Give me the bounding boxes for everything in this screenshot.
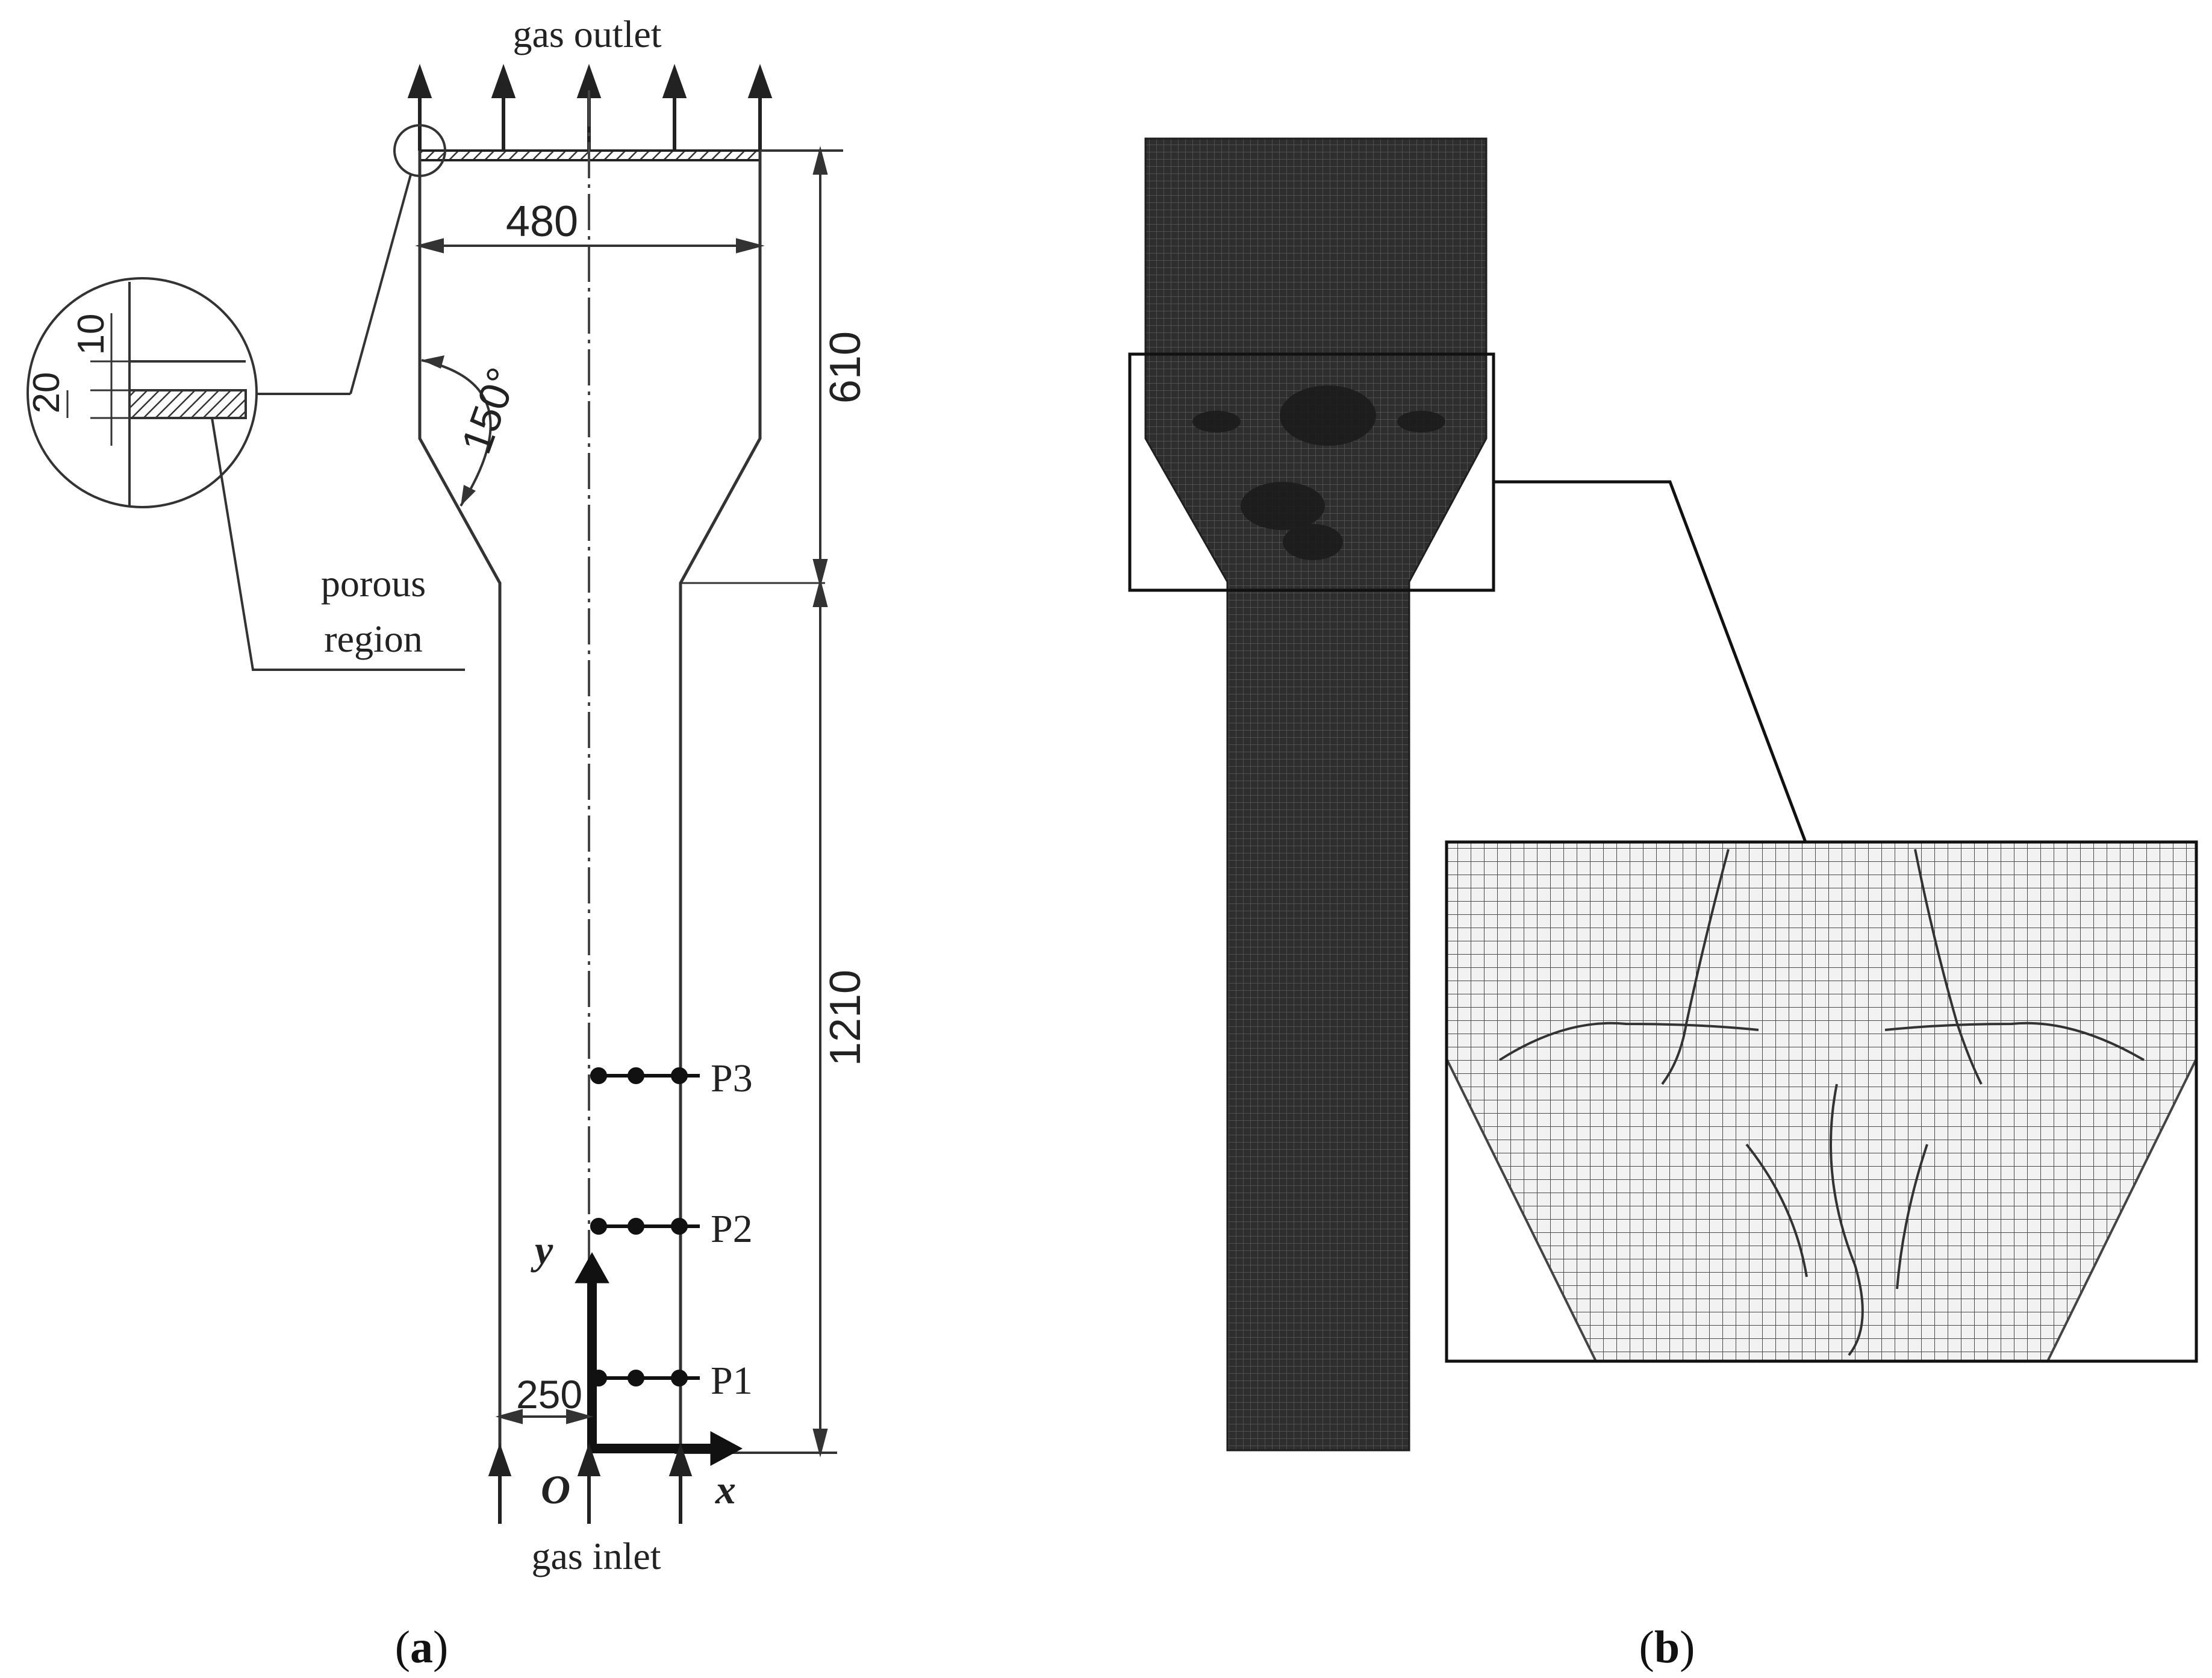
caption-a: (a) xyxy=(395,1622,449,1673)
dim-height-riser: 1210 xyxy=(821,970,870,1066)
dimension-480 xyxy=(415,238,765,254)
dim-width-riser: 250 xyxy=(516,1372,582,1417)
probe-p3 xyxy=(590,1067,700,1084)
inlet-arrows xyxy=(488,1443,693,1524)
detail-leader xyxy=(349,174,412,395)
outlet-arrows xyxy=(407,64,773,151)
detail-view xyxy=(26,277,258,508)
dim-width-top: 480 xyxy=(506,198,578,246)
zoom-leader xyxy=(1494,480,1807,843)
gas-outlet-label: gas outlet xyxy=(512,13,661,55)
detail-dim-20: 20 xyxy=(26,372,67,414)
angle-arc-head-bottom xyxy=(461,485,476,506)
porous-label-1: porous xyxy=(321,562,426,605)
zoom-box-border xyxy=(1445,840,2198,1363)
caption-b-letter: b xyxy=(1654,1622,1680,1673)
zoom-mesh-seams xyxy=(1498,849,2145,1356)
axis-y-label: y xyxy=(531,1227,553,1273)
zoom-selection-box xyxy=(1128,352,1495,592)
probe-p2-label: P2 xyxy=(711,1207,753,1251)
probe-p2 xyxy=(590,1218,700,1235)
angle-arc xyxy=(421,359,492,507)
vessel-outline xyxy=(418,151,762,1453)
zoom-mesh xyxy=(1445,841,2198,1362)
gas-inlet-label: gas inlet xyxy=(531,1535,661,1577)
angle-arc-head-top xyxy=(422,355,444,369)
porous-leader xyxy=(211,417,465,671)
origin-label: O xyxy=(541,1467,570,1512)
panel-b-mesh: (b) xyxy=(1128,137,2198,1673)
mesh-irregular-zone xyxy=(1192,385,1445,560)
caption-b: (b) xyxy=(1639,1622,1695,1673)
porous-label-2: region xyxy=(324,617,423,660)
dimension-250 xyxy=(495,1409,594,1424)
panel-a-geometry: gas outlet 480 xyxy=(26,13,870,1673)
coordinate-axes xyxy=(575,1252,743,1466)
caption-a-letter: a xyxy=(410,1622,433,1673)
detail-dim-10: 10 xyxy=(70,314,112,355)
probe-p1-label: P1 xyxy=(711,1359,753,1403)
detail-marker-circle xyxy=(393,124,446,177)
probe-p1 xyxy=(590,1370,700,1386)
axis-x-label: x xyxy=(715,1467,736,1512)
probe-p3-label: P3 xyxy=(711,1056,753,1100)
mesh-body xyxy=(1144,137,1488,1452)
dim-height-top: 610 xyxy=(821,331,870,404)
